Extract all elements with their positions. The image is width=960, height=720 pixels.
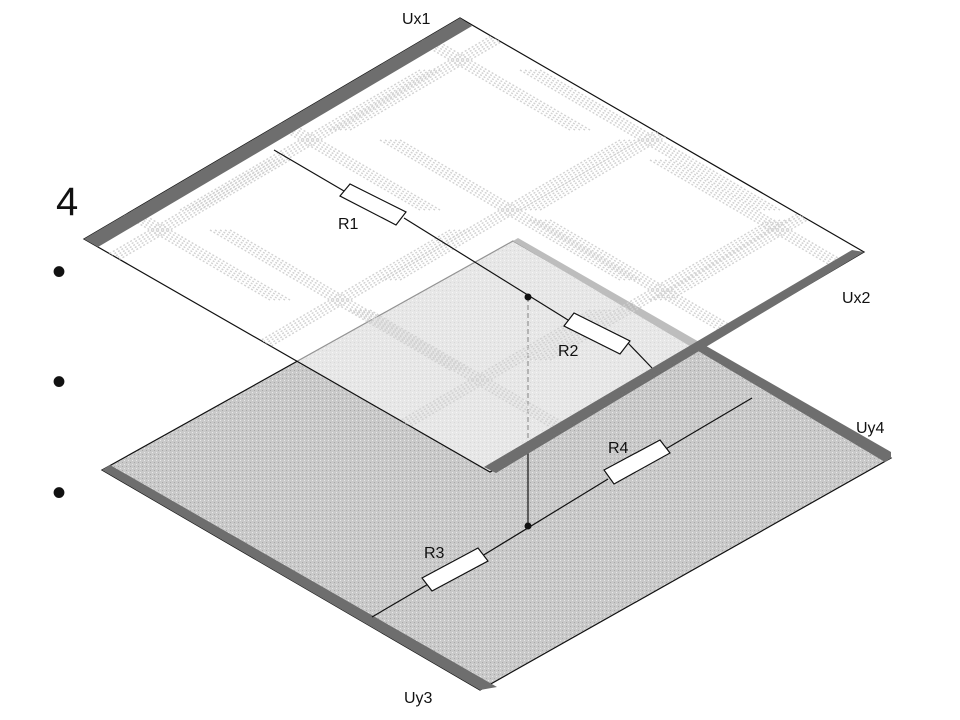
resistor-r3-body xyxy=(421,547,489,592)
top-wire-mid xyxy=(403,217,569,321)
slide-heading-fragment: 4 xyxy=(56,180,78,224)
top-layer: R1 R2 Ux1 Ux2 xyxy=(82,11,871,473)
electrode-label-uy4: Uy4 xyxy=(856,420,885,437)
resistor-r3-label: R3 xyxy=(424,545,445,562)
resistor-r2-body xyxy=(563,312,631,355)
slide-bullet-1: • xyxy=(52,250,66,294)
resistor-r1-body xyxy=(339,183,407,226)
top-wire-right xyxy=(627,342,653,369)
bottom-wire-lower xyxy=(371,582,431,618)
top-contact-node xyxy=(524,293,532,301)
electrode-label-ux2: Ux2 xyxy=(842,290,871,307)
top-electrode-left-bar xyxy=(84,18,472,247)
bottom-wire-upper xyxy=(663,397,753,451)
resistor-r4-label: R4 xyxy=(608,440,629,457)
resistor-r1-label: R1 xyxy=(338,216,359,233)
top-electrode-right-bar xyxy=(484,250,864,473)
resistor-r2-label: R2 xyxy=(558,343,579,360)
slide-bullet-2: • xyxy=(52,360,66,404)
bottom-contact-node xyxy=(524,522,532,530)
bottom-electrode-left-bar xyxy=(102,465,497,690)
electrode-label-uy3: Uy3 xyxy=(404,690,433,707)
resistor-r4-body xyxy=(603,439,671,485)
slide-bullet-3: • xyxy=(52,471,66,515)
bottom-wire-mid xyxy=(481,478,609,557)
electrode-label-ux1: Ux1 xyxy=(402,11,431,28)
top-wire-left xyxy=(273,149,345,192)
